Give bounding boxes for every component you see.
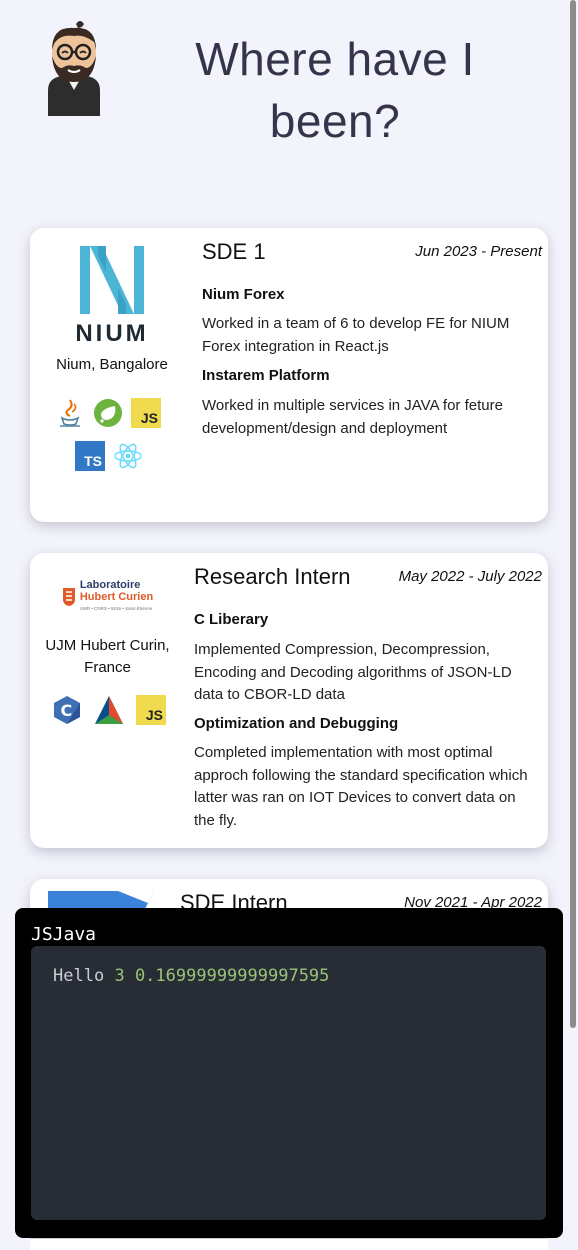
cmake-icon	[94, 695, 124, 725]
lab-shield-icon	[62, 588, 75, 606]
job-dates: Nov 2021 - Apr 2022	[404, 894, 542, 911]
company-logo-text: NIUM	[75, 320, 149, 347]
nium-logo-icon	[80, 246, 144, 314]
javascript-icon: JS	[136, 695, 166, 725]
experience-card-research: Laboratoire Hubert Curien UMR • CNRS • 5…	[30, 553, 548, 848]
company-name: UJM Hubert Curin, France	[45, 637, 170, 676]
project-description: Completed implementation with most optim…	[194, 744, 528, 829]
developer-avatar-icon	[48, 21, 100, 116]
lab-logo-small: UMR • CNRS • 5516 • Saint-Étienne	[79, 606, 153, 611]
job-role: Research Intern	[194, 564, 351, 589]
company-block: Laboratoire Hubert Curien UMR • CNRS • 5…	[40, 579, 175, 679]
lab-logo-text-2: Hubert Curien	[79, 591, 154, 603]
project-description: Worked in multiple services in JAVA for …	[202, 397, 503, 437]
console-output-text: Hello	[53, 966, 105, 986]
javascript-icon: JS	[131, 398, 161, 428]
project-title: Optimization and Debugging	[194, 715, 399, 732]
job-dates: May 2022 - July 2022	[398, 568, 542, 585]
typescript-icon: TS	[75, 441, 105, 471]
project-description: Worked in a team of 6 to develop FE for …	[202, 315, 510, 355]
console-title: JSJava	[31, 924, 97, 945]
project-description: Implemented Compression, Decompression, …	[194, 641, 512, 703]
console-output[interactable]: Hello 3 0.16999999999997595	[31, 946, 546, 1220]
tech-stack-row: C JS	[52, 695, 166, 725]
spring-icon	[93, 398, 123, 428]
experience-card-nium: NIUM Nium, Bangalore JS TS	[30, 228, 548, 522]
page-title: Where have I been?	[195, 33, 475, 147]
page-header: Where have I been?	[0, 0, 570, 190]
console-output-number: 3	[114, 966, 125, 986]
console-output-number: 0.16999999999997595	[134, 966, 330, 986]
company-name: Nium, Bangalore	[56, 356, 168, 373]
js-java-console: JSJava Hello 3 0.16999999999997595	[15, 908, 563, 1238]
tech-stack-row-2: TS	[75, 441, 143, 471]
company-block: NIUM Nium, Bangalore	[42, 242, 182, 376]
react-icon	[113, 441, 143, 471]
c-icon: C	[52, 695, 82, 725]
job-role: SDE 1	[202, 239, 266, 264]
project-title: Nium Forex	[202, 286, 285, 303]
project-title: C Liberary	[194, 611, 269, 628]
tech-stack-row: JS	[55, 398, 161, 428]
svg-text:C: C	[61, 701, 73, 720]
java-icon	[55, 398, 85, 428]
lab-logo: Laboratoire Hubert Curien UMR • CNRS • 5…	[40, 579, 175, 615]
page-scrollbar[interactable]	[570, 0, 576, 1028]
next-card-edge	[30, 1238, 548, 1250]
project-title: Instarem Platform	[202, 367, 330, 384]
job-dates: Jun 2023 - Present	[415, 243, 542, 260]
lab-logo-text: Laboratoire	[79, 579, 141, 591]
